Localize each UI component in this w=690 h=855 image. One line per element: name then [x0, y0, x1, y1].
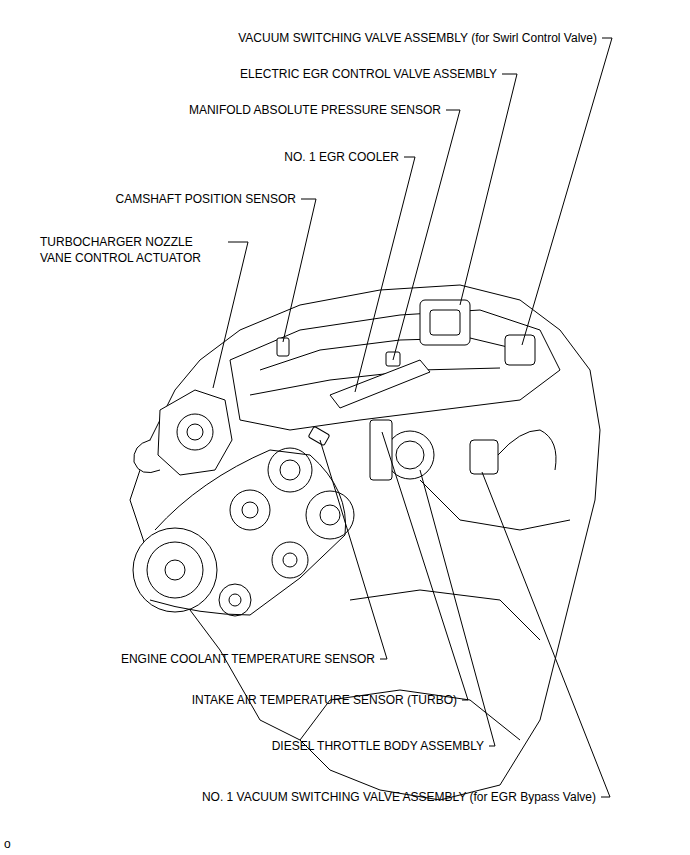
part-label: NO. 1 VACUUM SWITCHING VALVE ASSEMBLY (f…: [202, 789, 596, 805]
part-label: MANIFOLD ABSOLUTE PRESSURE SENSOR: [189, 102, 441, 118]
part-label: DIESEL THROTTLE BODY ASSEMBLY: [272, 738, 484, 754]
part-label: NO. 1 EGR COOLER: [284, 149, 399, 165]
part-label: TURBOCHARGER NOZZLE VANE CONTROL ACTUATO…: [40, 234, 225, 266]
part-label: VACUUM SWITCHING VALVE ASSEMBLY (for Swi…: [238, 30, 597, 46]
figure-mark: o: [4, 836, 11, 852]
part-label: INTAKE AIR TEMPERATURE SENSOR (TURBO): [192, 692, 457, 708]
part-label: ENGINE COOLANT TEMPERATURE SENSOR: [121, 651, 375, 667]
part-label: CAMSHAFT POSITION SENSOR: [116, 191, 296, 207]
part-label: ELECTRIC EGR CONTROL VALVE ASSEMBLY: [240, 66, 497, 82]
